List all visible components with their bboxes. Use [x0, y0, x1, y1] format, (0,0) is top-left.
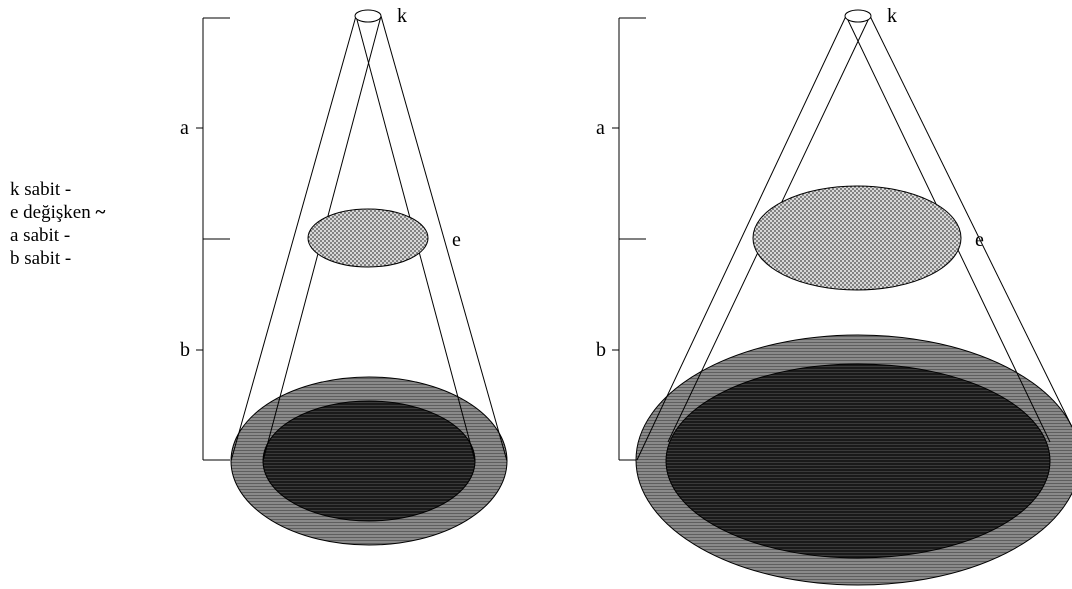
right-label-a: a	[596, 117, 605, 139]
right-label-b: b	[596, 339, 606, 361]
right-distance-bracket	[612, 17, 646, 461]
left-distance-bracket	[196, 17, 230, 461]
right-diagram: a b k e	[596, 5, 1072, 586]
left-object	[307, 208, 429, 268]
legend-e: e değişken ~	[10, 201, 105, 224]
right-label-k: k	[887, 5, 897, 27]
legend-e-symbol: ~	[95, 202, 106, 223]
right-label-e: e	[975, 229, 984, 251]
left-label-e: e	[452, 229, 461, 251]
right-umbra	[665, 363, 1051, 559]
left-diagram: a b k e	[180, 5, 508, 546]
left-umbra	[262, 400, 476, 522]
legend-b: b sabit -	[10, 248, 72, 269]
left-label-a: a	[180, 117, 189, 139]
legend: k sabit - e değişken ~ a sabit - b sabit…	[10, 178, 105, 270]
left-label-b: b	[180, 339, 190, 361]
legend-a: a sabit -	[10, 225, 71, 246]
legend-e-text: e değişken	[10, 202, 91, 223]
right-source	[844, 9, 872, 23]
left-source	[354, 9, 382, 23]
right-object	[752, 185, 962, 291]
left-label-k: k	[397, 5, 407, 27]
legend-k: k sabit -	[10, 179, 72, 200]
